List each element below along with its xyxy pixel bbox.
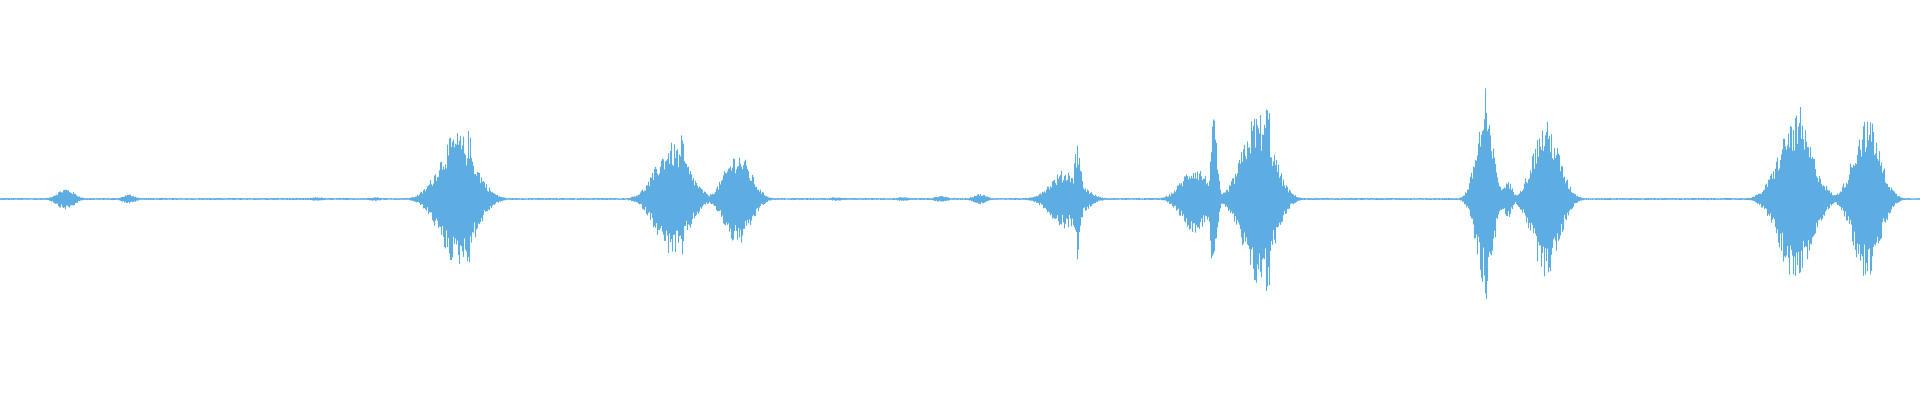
waveform-bars — [0, 88, 1920, 300]
